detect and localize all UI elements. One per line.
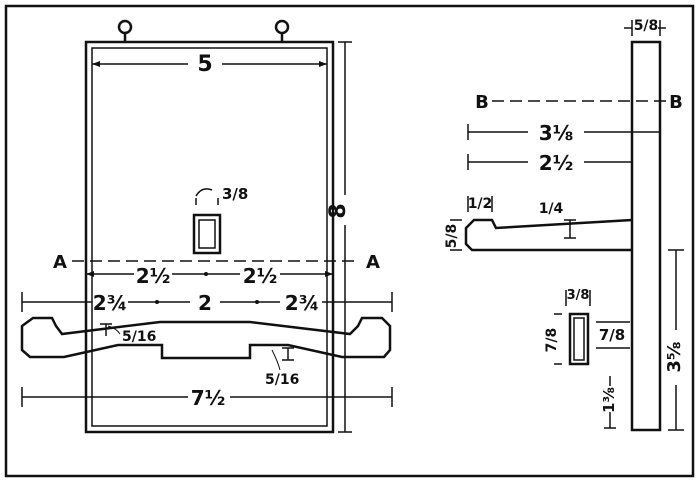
side-small-depth-line xyxy=(554,313,562,365)
side-lower-height-label: 3⅝ xyxy=(664,341,685,372)
side-board xyxy=(630,40,662,432)
side-depth-upper-label: 3⅛ xyxy=(539,121,574,145)
dim-half-left-label: 2½ xyxy=(136,264,171,288)
arm-thickness-center-marker xyxy=(271,347,294,371)
side-depth-lower-line xyxy=(467,154,632,170)
section-a-right: A xyxy=(366,252,380,273)
side-taper-marker xyxy=(564,219,576,239)
slot-outer xyxy=(192,213,222,255)
hanger-arm xyxy=(20,316,392,360)
panel-inner xyxy=(91,47,328,427)
hanging-ring-left xyxy=(117,19,133,42)
dim-span-center-label: 2 xyxy=(198,291,212,315)
dim-halves-line xyxy=(86,271,333,277)
side-small-height-line xyxy=(596,321,630,349)
side-small-width-line xyxy=(565,290,591,306)
side-depth-upper-line xyxy=(467,124,660,140)
hanging-ring-right xyxy=(274,19,290,42)
side-lower-height-line xyxy=(668,249,684,431)
side-tip-width-label: 1/2 xyxy=(468,196,493,212)
side-small-block-outer xyxy=(568,312,590,366)
side-tip-height-label: 5/8 xyxy=(444,224,460,249)
dim-width-label: 5 xyxy=(197,52,212,77)
dim-half-right-label: 2½ xyxy=(243,264,278,288)
side-arm xyxy=(464,218,633,252)
side-tip-height-line xyxy=(450,219,462,251)
side-small-depth-label: 7/8 xyxy=(544,328,560,353)
side-small-block-inner xyxy=(573,317,585,361)
drawing-border xyxy=(4,4,695,478)
slot-leader xyxy=(195,188,213,197)
arm-thickness-center-label: 5/16 xyxy=(265,372,299,388)
side-small-height-label: 7/8 xyxy=(599,326,625,344)
arm-thickness-left-marker xyxy=(100,323,121,336)
dim-height-line xyxy=(338,41,352,433)
slot-inner xyxy=(198,219,216,249)
dim-height-label: 8 xyxy=(326,203,351,218)
dim-span-left-label: 2¾ xyxy=(93,291,128,315)
section-b-right: B xyxy=(669,92,683,113)
slot-width-label: 3/8 xyxy=(222,185,248,203)
arm-thickness-left-label: 5/16 xyxy=(122,329,156,345)
dim-width-line xyxy=(92,61,327,67)
side-small-width-label: 3/8 xyxy=(567,288,590,303)
side-top-width-label: 5/8 xyxy=(634,18,659,34)
dim-overall-line xyxy=(21,387,393,407)
side-taper-label: 1/4 xyxy=(539,201,564,217)
panel-outer xyxy=(84,40,335,434)
dim-span-right-label: 2¾ xyxy=(285,291,320,315)
side-tip-width-line xyxy=(467,196,493,212)
side-depth-lower-label: 2½ xyxy=(539,151,574,175)
side-bottom-offset-line xyxy=(604,376,616,429)
side-top-width-line xyxy=(624,20,666,36)
section-a-left: A xyxy=(53,252,67,273)
dim-spans-line xyxy=(21,292,393,312)
side-bottom-offset-label: 1⅜ xyxy=(600,387,618,413)
section-b-left: B xyxy=(475,92,489,113)
dim-overall-label: 7½ xyxy=(191,386,226,410)
